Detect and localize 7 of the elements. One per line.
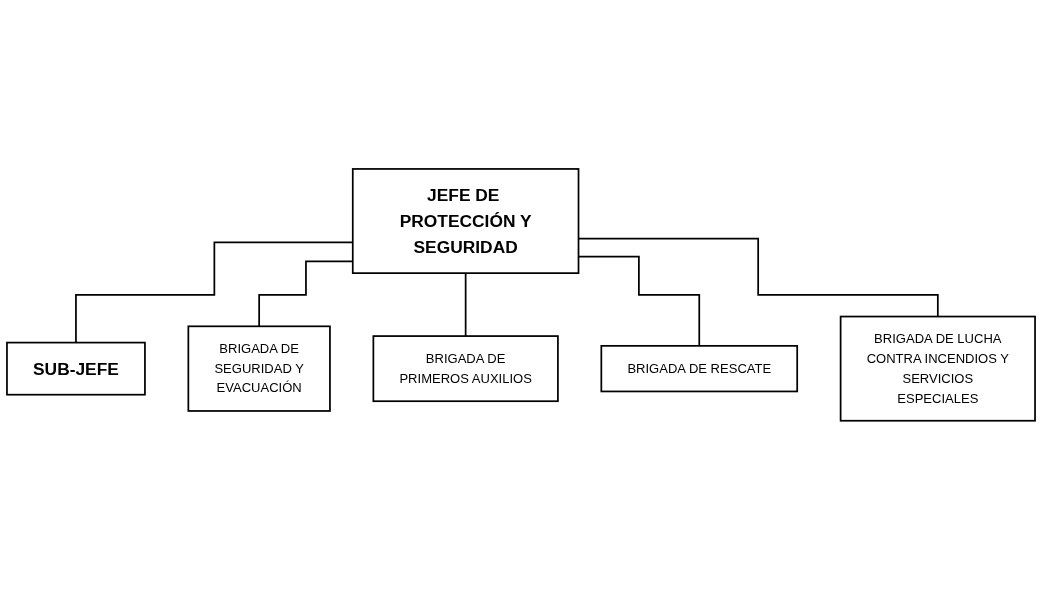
node-box: BRIGADA DE LUCHA CONTRA INCENDIOS Y SERVICIOS ESPECIALES xyxy=(839,315,1036,422)
node-box: SUB-JEFE xyxy=(6,341,146,396)
node-box: BRIGADA DE RESCATE xyxy=(600,345,799,393)
connector xyxy=(464,272,467,338)
node-box: BRIGADA DE PRIMEROS AUXILIOS xyxy=(372,335,559,403)
node-box: JEFE DE PROTECCIÓN Y SEGURIDAD xyxy=(351,168,580,275)
node-box: BRIGADA DE SEGURIDAD Y EVACUACIÓN xyxy=(187,325,331,412)
